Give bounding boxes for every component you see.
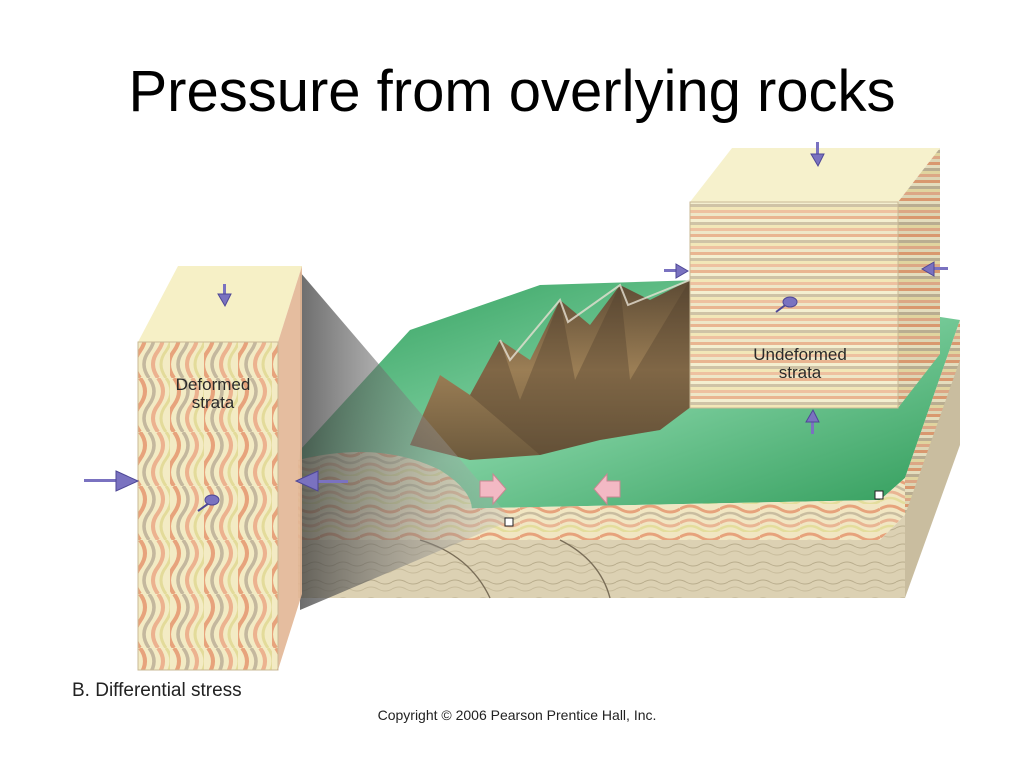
compression-arrows xyxy=(479,472,621,506)
sample-marker-deformed xyxy=(504,517,514,527)
slide-title: Pressure from overlying rocks xyxy=(128,59,896,124)
snow-highlights xyxy=(499,279,691,362)
undeformed-strata-label: Undeformed strata xyxy=(720,346,880,382)
stress-arrow-oblique xyxy=(197,494,220,512)
fault-line-right xyxy=(559,539,611,599)
mountain-range xyxy=(410,279,720,460)
stress-arrow-right xyxy=(294,470,348,492)
deformed-strata-label: Deformed strata xyxy=(148,376,278,412)
deformed-top xyxy=(138,266,302,342)
pressure-arrow-right xyxy=(921,261,948,277)
deformed-label-line2: strata xyxy=(191,392,235,412)
figure-caption: B. Differential stress xyxy=(72,680,242,701)
deformed-label-line1: Deformed xyxy=(175,375,251,394)
mountain-ridge xyxy=(410,280,720,460)
deformed-side-face xyxy=(278,266,302,670)
pressure-arrow-oblique xyxy=(775,296,798,313)
stress-arrows xyxy=(84,142,948,512)
stress-arrow-left xyxy=(84,470,140,492)
pressure-arrow-top xyxy=(810,142,825,168)
deformed-front-face xyxy=(138,342,278,670)
deformed-block xyxy=(137,266,302,671)
undeformed-label-line1: Undeformed xyxy=(753,345,847,364)
pressure-arrow-bottom xyxy=(805,408,820,434)
compression-arrow-right xyxy=(479,472,507,506)
bedrock-front-face xyxy=(298,515,905,598)
undeformed-block xyxy=(689,148,940,409)
copyright-notice: Copyright © 2006 Pearson Prentice Hall, … xyxy=(377,707,657,723)
mountain-shadow xyxy=(470,280,700,455)
undeformed-side-face xyxy=(898,148,940,408)
zoom-cone xyxy=(300,272,512,610)
pressure-arrow-left xyxy=(664,263,689,279)
undeformed-label-line2: strata xyxy=(778,362,822,382)
compression-arrow-left xyxy=(593,472,621,506)
sample-marker-undeformed xyxy=(874,490,884,500)
strata-right-side xyxy=(905,320,960,515)
undeformed-top xyxy=(690,148,940,202)
stress-arrow-top xyxy=(217,284,232,308)
